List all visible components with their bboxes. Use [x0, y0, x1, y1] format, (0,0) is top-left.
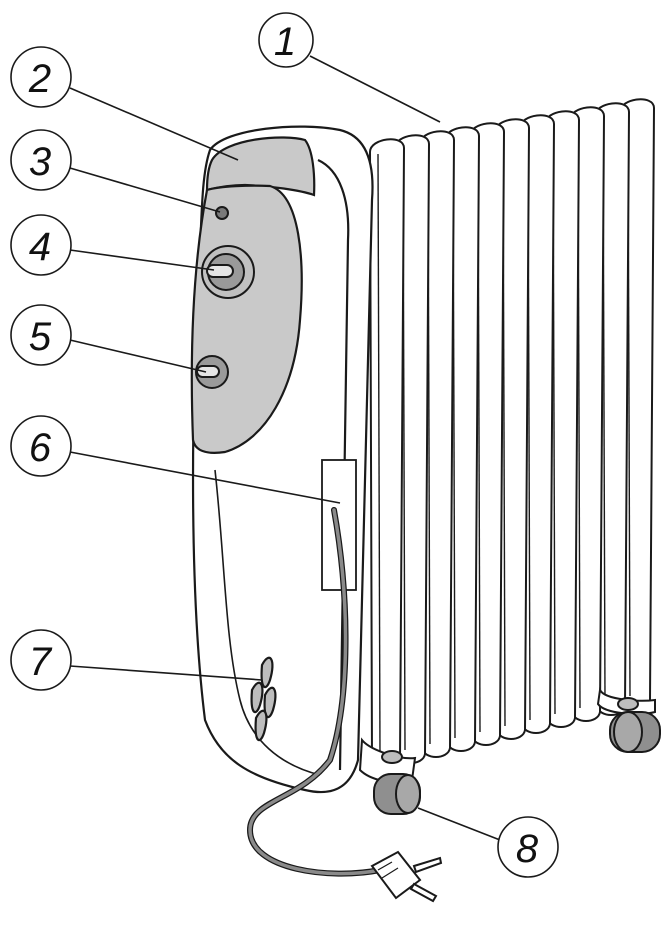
radiator-fins: [368, 98, 656, 770]
callout-circle-1: [258, 12, 314, 68]
leader-line-2: [69, 87, 239, 161]
callout-label-1: 1: [274, 20, 296, 64]
vent-slots: [250, 656, 277, 742]
leader-line-1: [309, 55, 441, 123]
callout-labels: 1 2 3 4 5 6 7 8: [28, 20, 539, 871]
callout-circle-3: [10, 129, 72, 191]
controls: [195, 206, 255, 389]
rear-foot: [596, 686, 661, 753]
callout-label-2: 2: [28, 57, 51, 101]
radiator-fin: [368, 138, 406, 770]
callout-circle-4: [10, 214, 72, 276]
callout-circle-8: [497, 816, 559, 878]
callout-label-7: 7: [29, 640, 53, 684]
leader-line-7: [69, 665, 263, 681]
callout-label-5: 5: [29, 315, 52, 359]
indicator-lamp: [215, 206, 229, 220]
callout-circle-5: [10, 304, 72, 366]
power-switch-knob-icon: [195, 355, 229, 389]
power-plug-icon: [370, 850, 443, 903]
leader-line-4: [69, 249, 215, 271]
radiator-fin-edge: [377, 153, 381, 757]
leader-line-3: [69, 167, 221, 213]
leader-line-8: [417, 807, 501, 841]
thermostat-knob-icon: [201, 245, 255, 299]
callout-circle-7: [10, 629, 72, 691]
leader-line-6: [69, 451, 341, 504]
callout-label-4: 4: [29, 225, 51, 269]
power-cord: [246, 507, 383, 877]
callout-circle-2: [10, 46, 72, 108]
front-foot: [358, 737, 421, 815]
leader-line-5: [69, 339, 207, 373]
callout-label-3: 3: [29, 140, 51, 184]
callouts: [10, 12, 559, 878]
callout-circle-6: [10, 415, 72, 477]
callout-label-6: 6: [29, 426, 52, 470]
callout-label-8: 8: [516, 827, 539, 871]
